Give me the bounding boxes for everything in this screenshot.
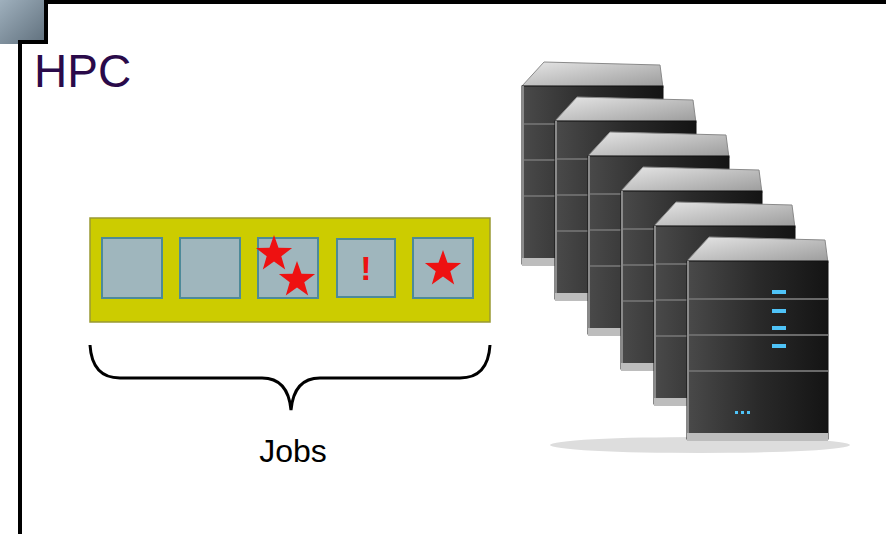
job-box	[102, 238, 162, 298]
server-led	[741, 411, 744, 414]
job-box	[180, 238, 240, 298]
slide-panel	[20, 42, 886, 534]
star-symbol	[425, 250, 461, 284]
server-led	[772, 326, 786, 330]
server-led	[772, 290, 786, 294]
server-led	[735, 411, 738, 414]
slide-title: HPC	[34, 44, 131, 98]
slide-panel	[46, 0, 886, 42]
job-box	[413, 238, 473, 298]
panel-border	[20, 2, 886, 534]
job-box: !	[336, 238, 396, 298]
star-symbol	[279, 261, 315, 295]
job-queue-band	[90, 218, 490, 322]
node-text: !	[360, 251, 371, 285]
job-box	[258, 238, 318, 298]
group-label: Jobs	[220, 433, 366, 470]
server-led	[772, 344, 786, 348]
server-unit	[687, 237, 828, 441]
star-symbol	[256, 235, 292, 269]
curly-brace	[90, 345, 490, 410]
server-led	[772, 309, 786, 313]
photo-fragment	[0, 0, 46, 44]
server-led	[747, 411, 750, 414]
